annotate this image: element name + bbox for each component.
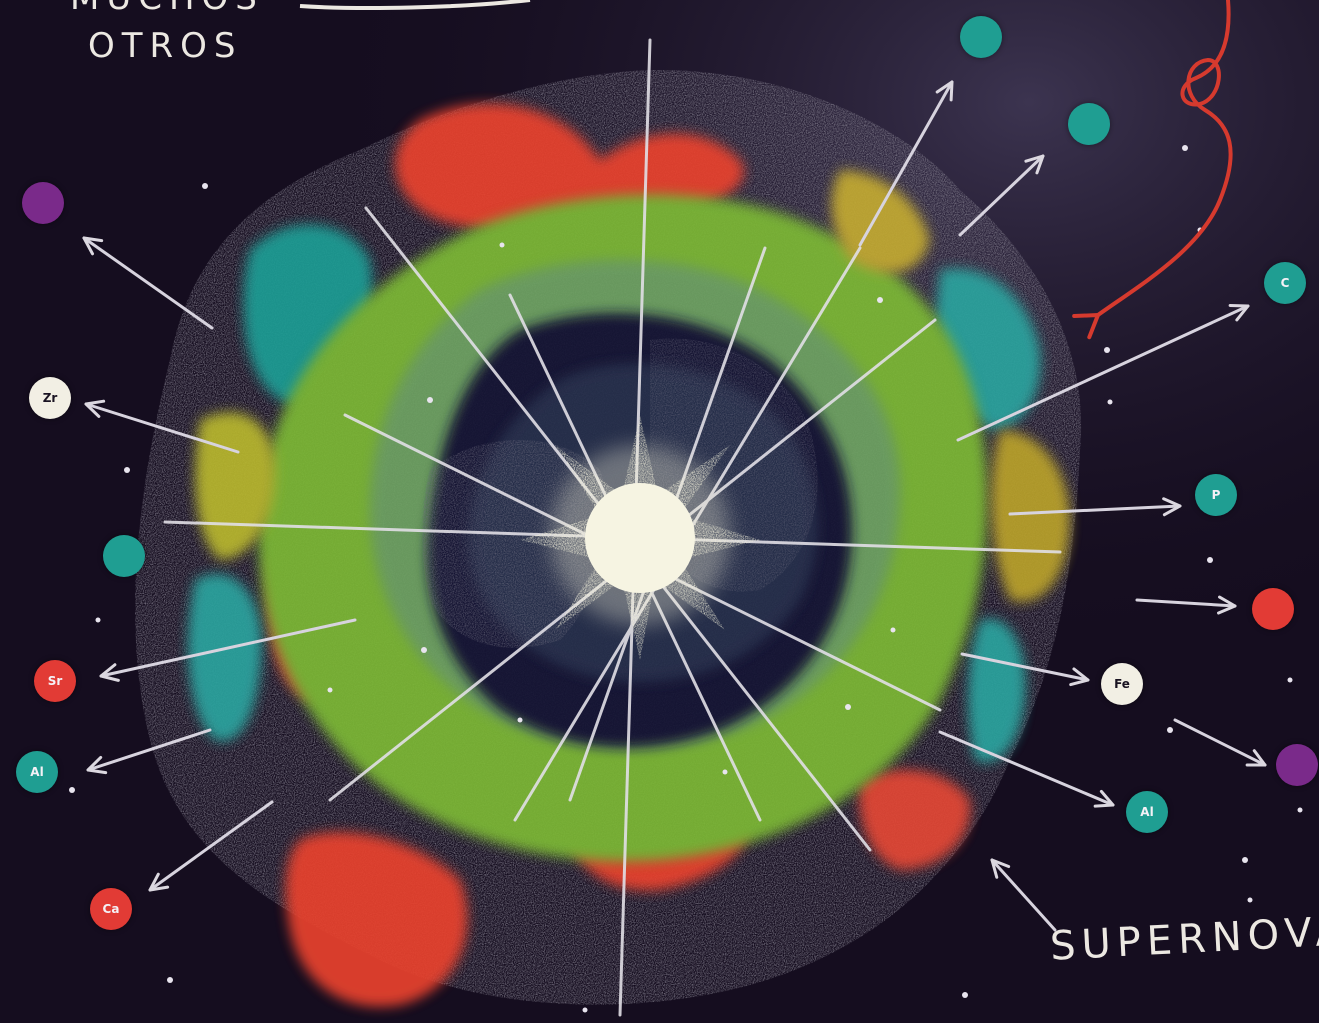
element-badge: Al	[1126, 791, 1168, 833]
element-badge	[103, 535, 145, 577]
label-muchos: MUCHOS	[70, 0, 264, 18]
element-badge	[1276, 744, 1318, 786]
element-badge: Fe	[1101, 663, 1143, 705]
element-badge	[1252, 588, 1294, 630]
element-badge: Al	[16, 751, 58, 793]
element-badge	[960, 16, 1002, 58]
element-badge: Zr	[29, 377, 71, 419]
element-badge	[1068, 103, 1110, 145]
element-badge: P	[1195, 474, 1237, 516]
element-badge	[22, 182, 64, 224]
element-badge: Ca	[90, 888, 132, 930]
element-badge: Sr	[34, 660, 76, 702]
element-badge: C	[1264, 262, 1306, 304]
label-otros: OTROS	[88, 26, 243, 66]
